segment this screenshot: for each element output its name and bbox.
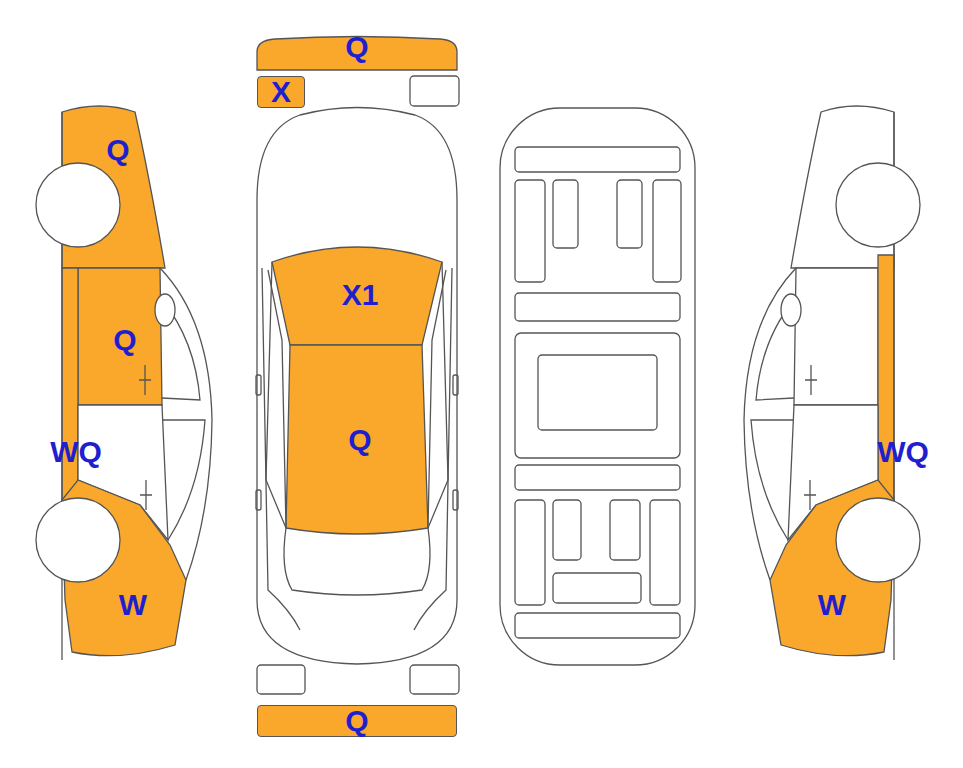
- damage-code: W: [818, 590, 846, 620]
- damage-code: WQ: [877, 437, 929, 467]
- damage-code: Q: [348, 425, 371, 455]
- damage-code: Q: [345, 706, 368, 736]
- damage-panel: Q: [257, 705, 457, 737]
- damage-panel: X1: [290, 268, 430, 322]
- damage-panel: Q: [257, 30, 457, 64]
- damage-panel: X: [257, 76, 305, 108]
- damage-code: W: [119, 590, 147, 620]
- damage-code: X1: [342, 280, 379, 310]
- damage-code: Q: [106, 135, 129, 165]
- damage-code: Q: [345, 32, 368, 62]
- damage-code: X: [271, 77, 291, 107]
- damage-code: Q: [113, 325, 136, 355]
- damage-code: WQ: [50, 437, 102, 467]
- damage-panel: Q: [290, 410, 430, 470]
